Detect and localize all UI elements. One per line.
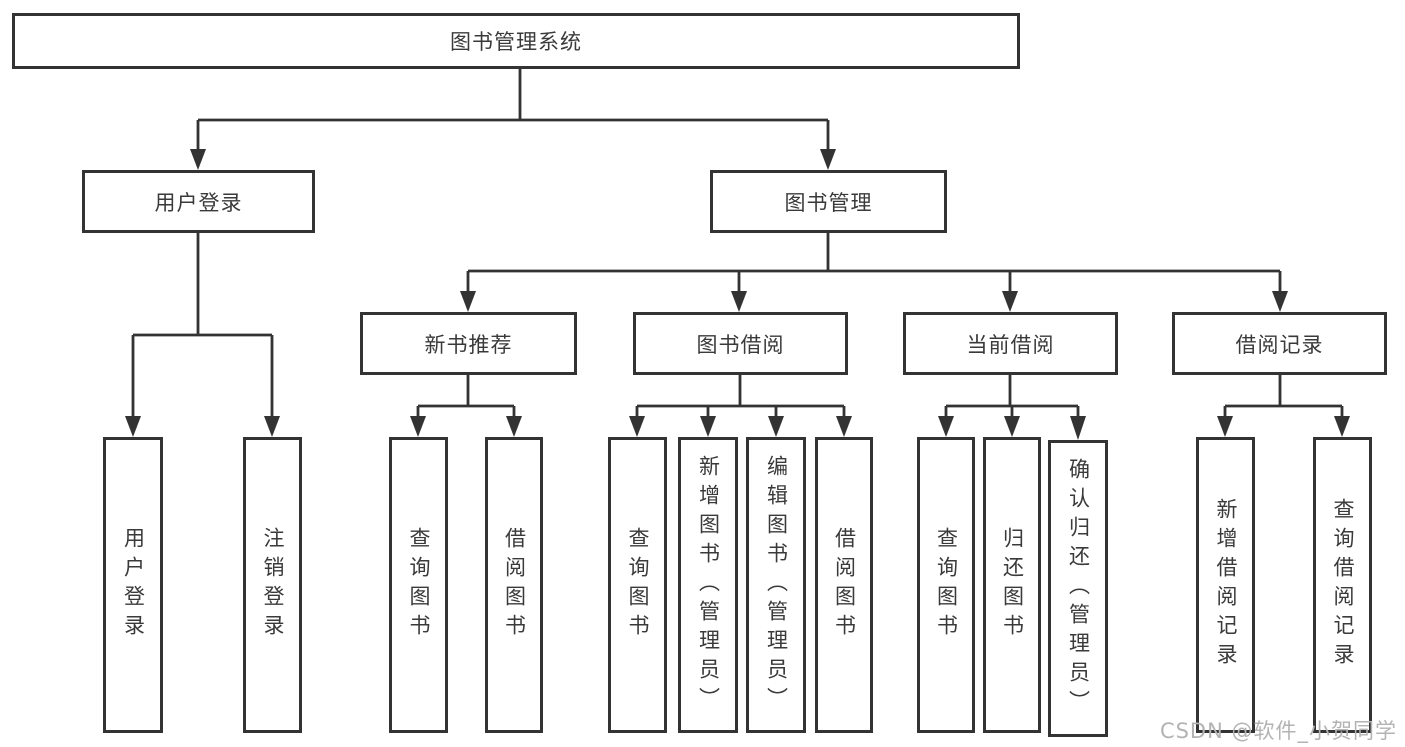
leaf-return-book: 归还图书 — [983, 437, 1041, 733]
leaf-edit-book-admin: 编辑图书（管理员） — [746, 437, 806, 733]
leaf-recommend-query-book: 查询图书 — [389, 437, 448, 733]
csdn-watermark: CSDN @软件_小贺同学 — [1159, 719, 1397, 743]
leaf-user-login: 用户登录 — [103, 437, 163, 733]
node-root: 图书管理系统 — [12, 13, 1020, 69]
leaf-current-query-book: 查询图书 — [917, 437, 975, 733]
node-book-management: 图书管理 — [710, 170, 947, 233]
leaf-logout: 注销登录 — [243, 437, 302, 733]
leaf-add-book-admin: 新增图书（管理员） — [678, 437, 738, 733]
leaf-add-borrow-record: 新增借阅记录 — [1196, 437, 1255, 733]
node-current-borrow: 当前借阅 — [903, 312, 1118, 375]
node-user-login: 用户登录 — [82, 170, 315, 233]
leaf-confirm-return-admin: 确认归还（管理员） — [1048, 440, 1108, 737]
leaf-borrow-query-book: 查询图书 — [608, 437, 667, 733]
node-book-borrow: 图书借阅 — [633, 312, 848, 375]
leaf-recommend-borrow-book: 借阅图书 — [485, 437, 543, 733]
leaf-borrow-book: 借阅图书 — [815, 437, 873, 733]
arrowheads — [125, 149, 1350, 440]
node-new-book-recommend: 新书推荐 — [360, 312, 577, 375]
node-borrow-record: 借阅记录 — [1172, 312, 1387, 375]
leaf-query-borrow-record: 查询借阅记录 — [1313, 437, 1372, 733]
